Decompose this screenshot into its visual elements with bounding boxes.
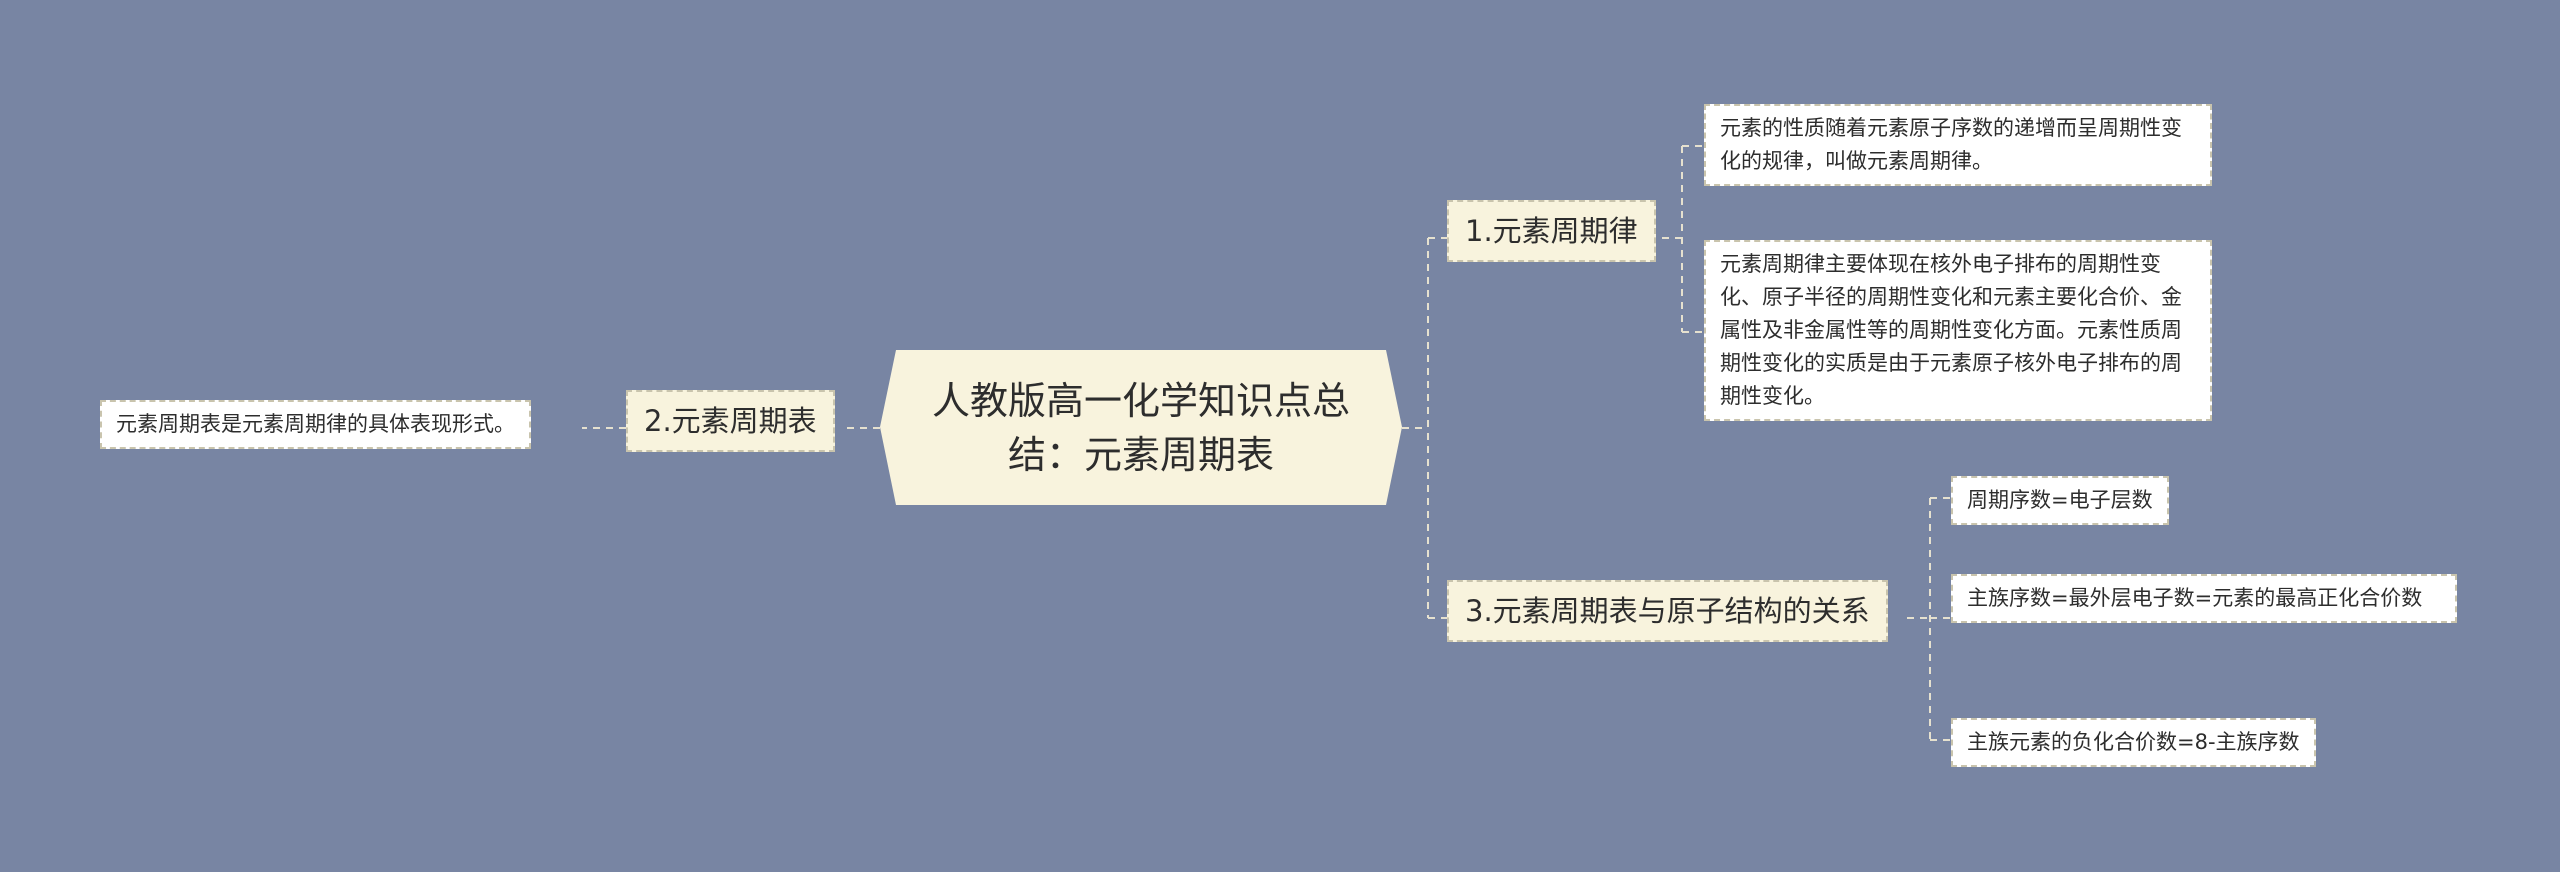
branch-table-structure-relation[interactable]: 3.元素周期表与原子结构的关系: [1447, 580, 1888, 642]
leaf-text: 主族序数=最外层电子数=元素的最高正化合价数: [1967, 586, 2423, 610]
leaf-periodic-table-form[interactable]: 元素周期表是元素周期律的具体表现形式。: [100, 400, 531, 449]
leaf-group-number[interactable]: 主族序数=最外层电子数=元素的最高正化合价数: [1951, 574, 2457, 623]
root-topic-label: 人教版高一化学知识点总结：元素周期表: [931, 378, 1350, 477]
branch-label: 2.元素周期表: [644, 404, 817, 438]
leaf-negative-valence[interactable]: 主族元素的负化合价数=8-主族序数: [1951, 718, 2316, 767]
leaf-text: 元素周期律主要体现在核外电子排布的周期性变化、原子半径的周期性变化和元素主要化合…: [1720, 252, 2182, 408]
branch-periodic-table[interactable]: 2.元素周期表: [626, 390, 835, 452]
leaf-periodic-law-manifestation[interactable]: 元素周期律主要体现在核外电子排布的周期性变化、原子半径的周期性变化和元素主要化合…: [1704, 240, 2212, 421]
branch-label: 3.元素周期表与原子结构的关系: [1465, 594, 1870, 628]
branch-label: 1.元素周期律: [1465, 214, 1638, 248]
leaf-period-number[interactable]: 周期序数=电子层数: [1951, 476, 2169, 525]
leaf-text: 主族元素的负化合价数=8-主族序数: [1967, 730, 2300, 754]
leaf-text: 周期序数=电子层数: [1967, 488, 2153, 512]
leaf-text: 元素周期表是元素周期律的具体表现形式。: [116, 412, 515, 436]
branch-periodic-law[interactable]: 1.元素周期律: [1447, 200, 1656, 262]
leaf-periodic-law-definition[interactable]: 元素的性质随着元素原子序数的递增而呈周期性变化的规律，叫做元素周期律。: [1704, 104, 2212, 186]
leaf-text: 元素的性质随着元素原子序数的递增而呈周期性变化的规律，叫做元素周期律。: [1720, 116, 2182, 173]
root-topic[interactable]: 人教版高一化学知识点总结：元素周期表: [880, 350, 1402, 505]
